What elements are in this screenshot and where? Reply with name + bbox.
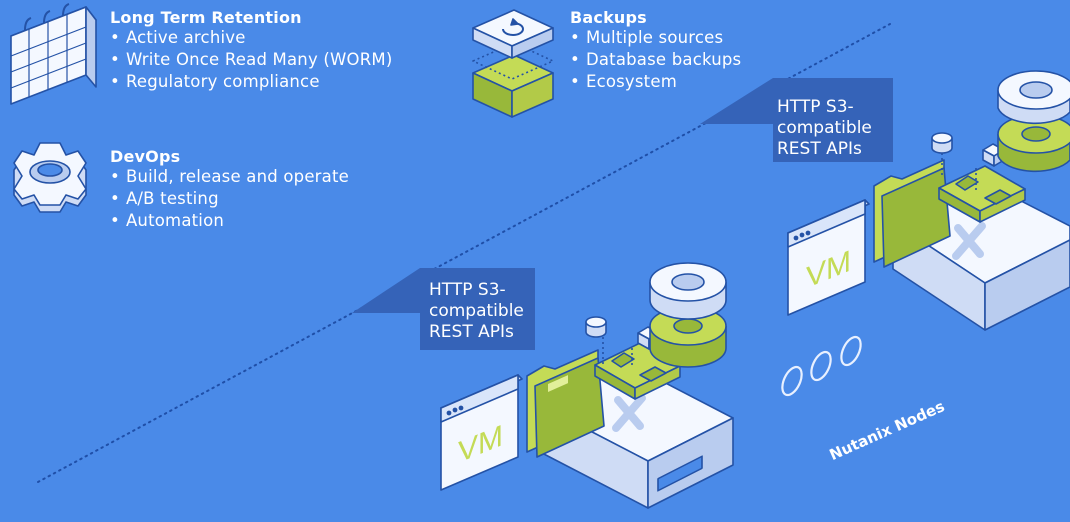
nutanix-node-top: VM xyxy=(787,70,1070,331)
folder-icon xyxy=(873,159,951,268)
block-title: DevOps xyxy=(110,147,181,166)
cylinder-icon xyxy=(931,132,953,154)
gear-icon xyxy=(13,142,87,213)
callout-top-text: HTTP S3- compatible REST APIs xyxy=(777,97,872,159)
list-item: Ecosystem xyxy=(570,71,741,93)
nutanix-node-bottom: VM xyxy=(440,262,734,509)
block-title: Long Term Retention xyxy=(110,8,302,27)
callout-bottom-shape xyxy=(352,268,535,350)
list-item: A/B testing xyxy=(110,188,349,210)
folder-icon xyxy=(526,349,605,458)
vm-window-icon: VM xyxy=(787,199,870,316)
calendar-icon xyxy=(10,3,97,105)
devops-block: DevOps Build, release and operate A/B te… xyxy=(110,147,349,232)
list-item: Multiple sources xyxy=(570,27,741,49)
callout-bottom-text: HTTP S3- compatible REST APIs xyxy=(429,280,524,342)
list-item: Write Once Read Many (WORM) xyxy=(110,49,392,71)
disk-stack-icon xyxy=(997,70,1070,173)
list-item: Active archive xyxy=(110,27,392,49)
more-nodes-ellipsis xyxy=(781,335,862,397)
list-item: Database backups xyxy=(570,49,741,71)
backups-block: Backups Multiple sources Database backup… xyxy=(570,8,741,93)
block-title: Backups xyxy=(570,8,647,27)
list-item: Build, release and operate xyxy=(110,166,349,188)
long-term-retention-block: Long Term Retention Active archive Write… xyxy=(110,8,392,93)
callout-top-shape xyxy=(700,78,893,162)
cylinder-icon xyxy=(585,316,607,338)
list-item: Regulatory compliance xyxy=(110,71,392,93)
vm-window-icon: VM xyxy=(440,374,523,491)
list-item: Automation xyxy=(110,210,349,232)
disk-stack-icon xyxy=(649,262,727,368)
backup-stack-icon xyxy=(472,9,554,118)
